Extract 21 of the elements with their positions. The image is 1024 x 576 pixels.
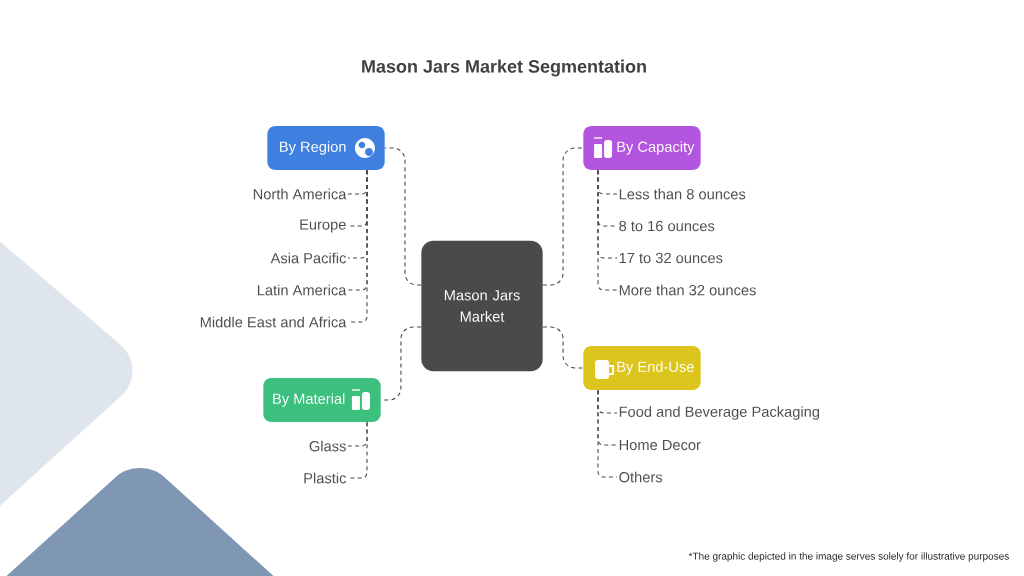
category-box: By Capacity xyxy=(583,126,701,170)
footnote: *The graphic depicted in the image serves solely for illustrative purposes xyxy=(688,552,1009,562)
segment-label: Plastic xyxy=(304,472,346,484)
segment-label: North America xyxy=(253,188,347,200)
segment-label: Food and Beverage Packaging xyxy=(619,406,819,420)
segment-label: Europe xyxy=(300,219,346,233)
segment-label: More than 32 ounces xyxy=(619,284,756,296)
segment-label: 17 to 32 ounces xyxy=(619,252,723,264)
segment-label: Others xyxy=(619,471,663,483)
segment-label: Less than 8 ounces xyxy=(619,188,746,200)
title: Mason Jars Market Segmentation xyxy=(362,59,646,77)
segment-label: Middle East and Africa xyxy=(200,316,347,328)
segment-label: Glass xyxy=(309,440,346,452)
segment-label: Home Decor xyxy=(619,439,701,451)
segment-label: 8 to 16 ounces xyxy=(619,220,715,232)
segment-label: Asia Pacific xyxy=(270,252,346,264)
category-box: By Region xyxy=(267,126,385,170)
category-box: By End-Use xyxy=(583,346,701,390)
segment-label: Latin America xyxy=(257,284,347,296)
category-box: By Material xyxy=(263,378,381,422)
center-box: Mason Jars Market xyxy=(421,240,543,372)
